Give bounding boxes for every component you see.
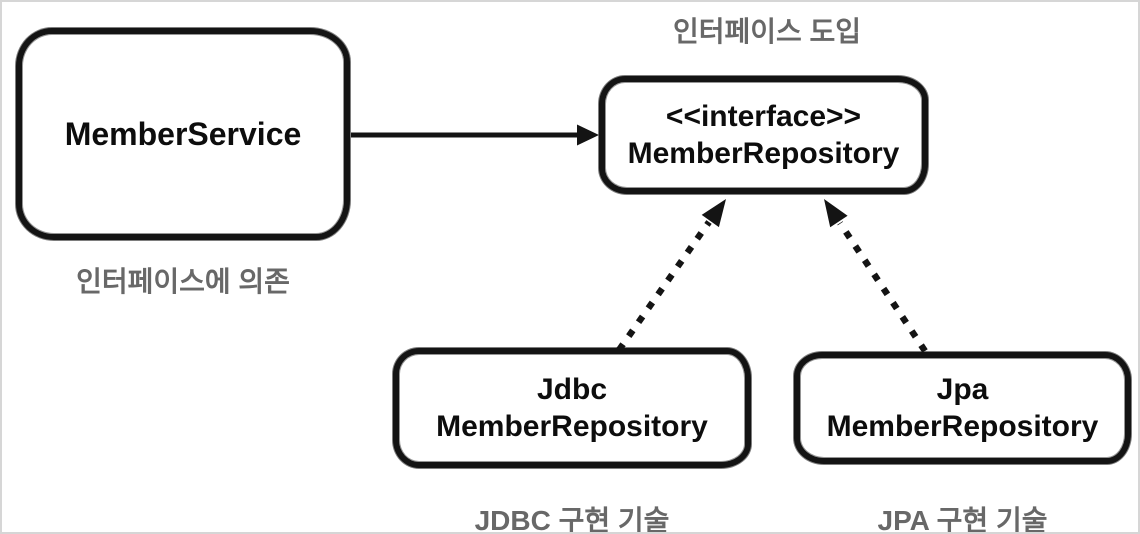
jdbc-implements-interface-line	[616, 220, 712, 352]
depends-on-interface-caption: 인터페이스에 의존	[76, 266, 290, 297]
interface-name-label: MemberRepository	[627, 137, 900, 170]
jpa-implementation-caption: JPA 구현 기술	[877, 505, 1048, 534]
jpa-implements-interface-line	[837, 221, 928, 353]
member-service-depends-on-interface-arrowhead-icon	[577, 124, 599, 146]
interface-stereotype-label: <<interface>>	[665, 100, 862, 133]
jdbc-node-line1: Jdbc	[536, 373, 608, 406]
jpa-node-line1: Jpa	[936, 373, 989, 406]
jdbc-node-line2: MemberRepository	[436, 410, 708, 443]
jpa-implements-interface-arrowhead-icon	[824, 199, 848, 228]
title-caption: 인터페이스 도입	[672, 16, 862, 47]
jdbc-implements-interface-arrowhead-icon	[701, 199, 726, 228]
node-member-service: MemberService	[16, 28, 350, 240]
node-jdbc-member-repository: Jdbc MemberRepository	[393, 348, 751, 468]
jpa-node-line2: MemberRepository	[826, 410, 1099, 443]
node-member-service-label: MemberService	[64, 115, 302, 152]
node-jpa-member-repository: Jpa MemberRepository	[794, 352, 1131, 464]
jdbc-implementation-caption: JDBC 구현 기술	[474, 505, 670, 534]
node-member-repository-interface: <<interface>> MemberRepository	[599, 76, 928, 194]
